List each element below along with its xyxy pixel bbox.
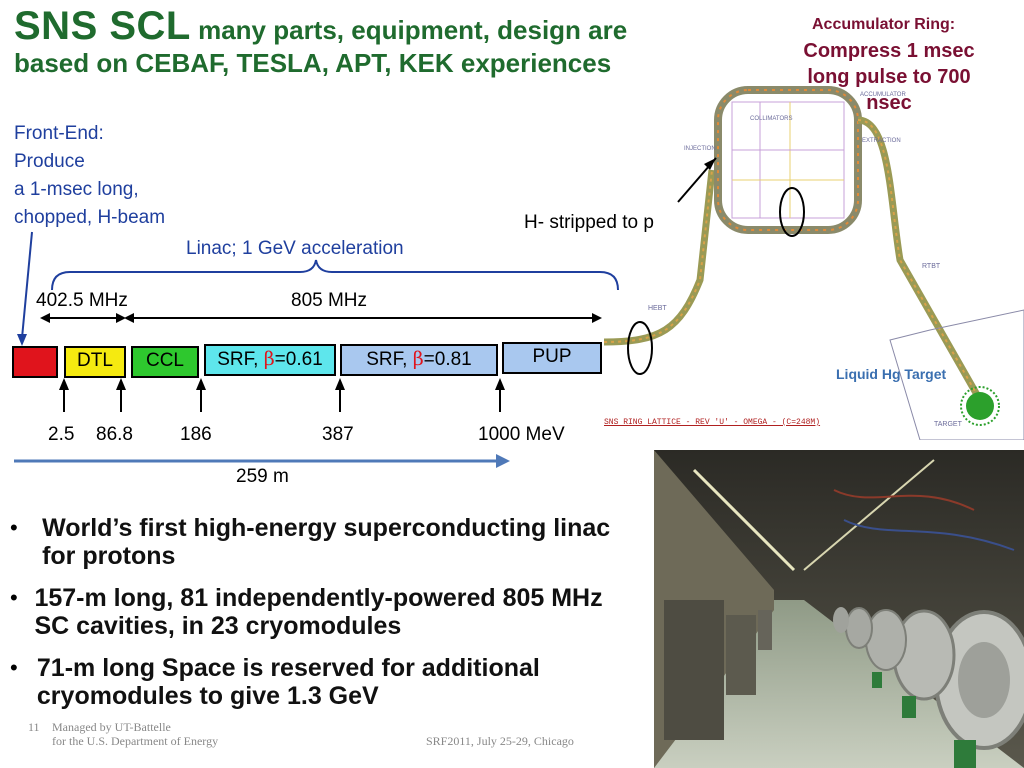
rtbt-line	[857, 116, 984, 402]
title-line1-rest: many parts, equipment, design are	[190, 15, 628, 45]
target-building	[889, 309, 1024, 441]
rtbt-line-dots	[857, 119, 981, 401]
tunnel-photo-svg	[654, 450, 1024, 768]
front-end-line-3: a 1-msec long,	[14, 179, 139, 200]
slide-title-line2: based on CEBAF, TESLA, APT, KEK experien…	[14, 48, 612, 78]
linac-brace	[51, 259, 619, 291]
srf-081-beta: β	[412, 348, 424, 370]
slide-title-line1: SNS SCL many parts, equipment, design ar…	[14, 4, 627, 49]
bullet-dot: •	[10, 655, 18, 680]
ellipse-ring-bottom	[779, 187, 805, 237]
srf-081-prefix: SRF,	[366, 349, 413, 370]
freq-high-label: 805 MHz	[291, 290, 368, 311]
bullet-item: • World’s first high-energy superconduct…	[10, 514, 640, 570]
energy-arrows	[63, 384, 501, 412]
target-circle	[966, 392, 994, 420]
target-label: Liquid Hg Target	[836, 366, 947, 382]
srf-081-suffix: =0.81	[423, 349, 472, 370]
linac-label: Linac; 1 GeV acceleration	[186, 238, 404, 259]
ring-inner-frame	[731, 101, 845, 219]
segment-dtl: DTL	[64, 346, 126, 378]
label-collimators: COLLIMATORS	[750, 116, 792, 122]
front-end-text: Front-End: Produce a 1-msec long, choppe…	[14, 120, 165, 232]
ellipse-linac-end	[627, 321, 653, 375]
label-extraction: EXTRACTION	[862, 138, 901, 144]
segment-pup: PUP	[502, 342, 602, 374]
front-end-line-1: Front-End:	[14, 123, 104, 144]
footer-doe: for the U.S. Department of Energy	[52, 734, 219, 748]
footer-page-number: 11	[28, 720, 40, 734]
label-injection: INJECTION	[684, 146, 716, 152]
freq-low-label: 402.5 MHz	[36, 290, 128, 311]
srf-061-prefix: SRF,	[217, 349, 264, 370]
energy-86-8: 86.8	[96, 424, 133, 445]
bullet-text-2: 157-m long, 81 independently-powered 805…	[34, 584, 603, 640]
label-rtbt: RTBT	[922, 263, 941, 270]
footer-conference: SRF2011, July 25-29, Chicago	[426, 734, 574, 748]
bullet-dot: •	[10, 585, 18, 610]
bullet-item: • 71-m long Space is reserved for additi…	[10, 654, 640, 710]
hebt-line	[603, 169, 716, 346]
ring-layout-svg: COLLIMATORS ACCUMULATOR INJECTION EXTRAC…	[603, 86, 1024, 441]
bullet-text-3: 71-m long Space is reserved for addition…	[36, 654, 540, 710]
label-accumulator: ACCUMULATOR	[860, 92, 906, 98]
energy-2-5: 2.5	[48, 424, 75, 445]
front-end-pointer-head	[17, 334, 27, 346]
length-arrowhead	[496, 454, 510, 468]
segment-srf-081: SRF, β=0.81	[340, 344, 498, 376]
bullet-text-1: World’s first high-energy superconductin…	[42, 514, 611, 570]
title-sns-scl: SNS SCL	[14, 4, 191, 48]
segment-srf-061: SRF, β=0.61	[204, 344, 336, 376]
srf-061-beta: β	[263, 348, 275, 370]
accumulator-label: Accumulator Ring:	[812, 16, 956, 33]
front-end-line-2: Produce	[14, 151, 85, 172]
front-end-pointer	[21, 231, 33, 339]
bullet-list: • World’s first high-energy superconduct…	[10, 514, 640, 724]
stripped-label: H- stripped to p	[524, 212, 654, 233]
srf-061-suffix: =0.61	[274, 349, 323, 370]
label-hebt: HEBT	[648, 305, 667, 312]
linac-diagram-svg	[14, 231, 619, 468]
tunnel-photo	[654, 450, 1024, 768]
segment-front-end	[12, 346, 58, 378]
energy-387: 387	[322, 424, 354, 445]
accumulator-ring-dots	[717, 89, 859, 231]
bullet-item: • 157-m long, 81 independently-powered 8…	[10, 584, 640, 640]
footer-managed-by: Managed by UT-Battelle	[52, 720, 171, 734]
lattice-caption: SNS RING LATTICE - REV 'U' - OMEGA - (C=…	[604, 418, 821, 427]
accumulator-description: Compress 1 msec long pulse to 700 nsec	[803, 40, 975, 114]
linac-length-label: 259 m	[236, 466, 289, 487]
segment-ccl: CCL	[131, 346, 199, 378]
bullet-dot: •	[10, 515, 18, 540]
front-end-line-4: chopped, H-beam	[14, 207, 166, 228]
energy-1000-mev: 1000 MeV	[478, 424, 565, 445]
label-target-small: TARGET	[934, 421, 963, 428]
target-rays	[960, 386, 1000, 426]
energy-186: 186	[180, 424, 212, 445]
injection-arrowhead	[704, 158, 716, 170]
ring-layout-diagram: COLLIMATORS ACCUMULATOR INJECTION EXTRAC…	[600, 80, 1024, 441]
